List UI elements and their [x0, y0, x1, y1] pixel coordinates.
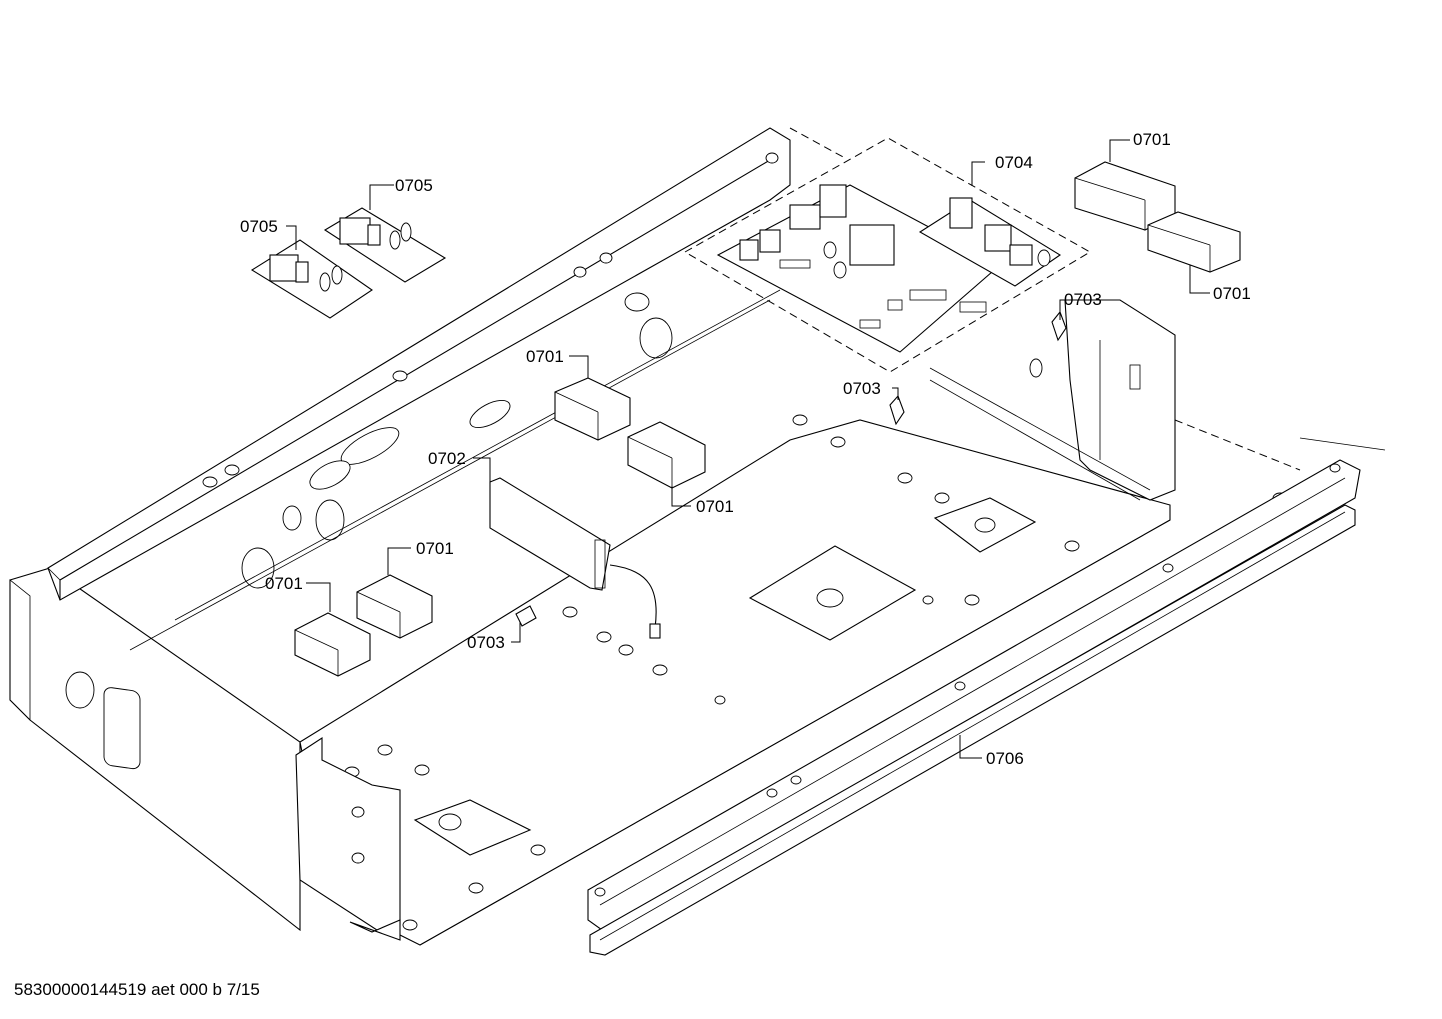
callout-0701-top-a: 0701 [1133, 130, 1171, 149]
callout-0701-mid-b: 0701 [696, 497, 734, 516]
callout-0701-left-a: 0701 [416, 539, 454, 558]
drawing-reference: 58300000144519 aet 000 b 7/15 [14, 980, 260, 999]
callout-0706: 0706 [986, 749, 1024, 768]
clips [515, 310, 1067, 627]
callout-0701-top-b: 0701 [1213, 284, 1251, 303]
callout-0704: 0704 [995, 153, 1033, 172]
callout-0705-a: 0705 [395, 176, 433, 195]
callout-0703-center: 0703 [843, 379, 881, 398]
connector-board [489, 477, 661, 639]
chassis-frame [9, 127, 1301, 946]
callout-0703-right: 0703 [1064, 290, 1102, 309]
leader-lines [286, 139, 1210, 759]
callout-0703-left: 0703 [467, 633, 505, 652]
relay-boards [250, 207, 447, 319]
callout-0701-left-b: 0701 [265, 574, 303, 593]
control-board [683, 137, 1091, 373]
callout-0701-mid-a: 0701 [526, 347, 564, 366]
callout-0702: 0702 [428, 449, 466, 468]
side-rail [587, 437, 1386, 956]
callout-0705-b: 0705 [240, 217, 278, 236]
transformer-boxes [294, 161, 1241, 677]
callout-labels: 0701 0701 0703 0704 0703 0705 0705 0701 … [240, 130, 1251, 768]
